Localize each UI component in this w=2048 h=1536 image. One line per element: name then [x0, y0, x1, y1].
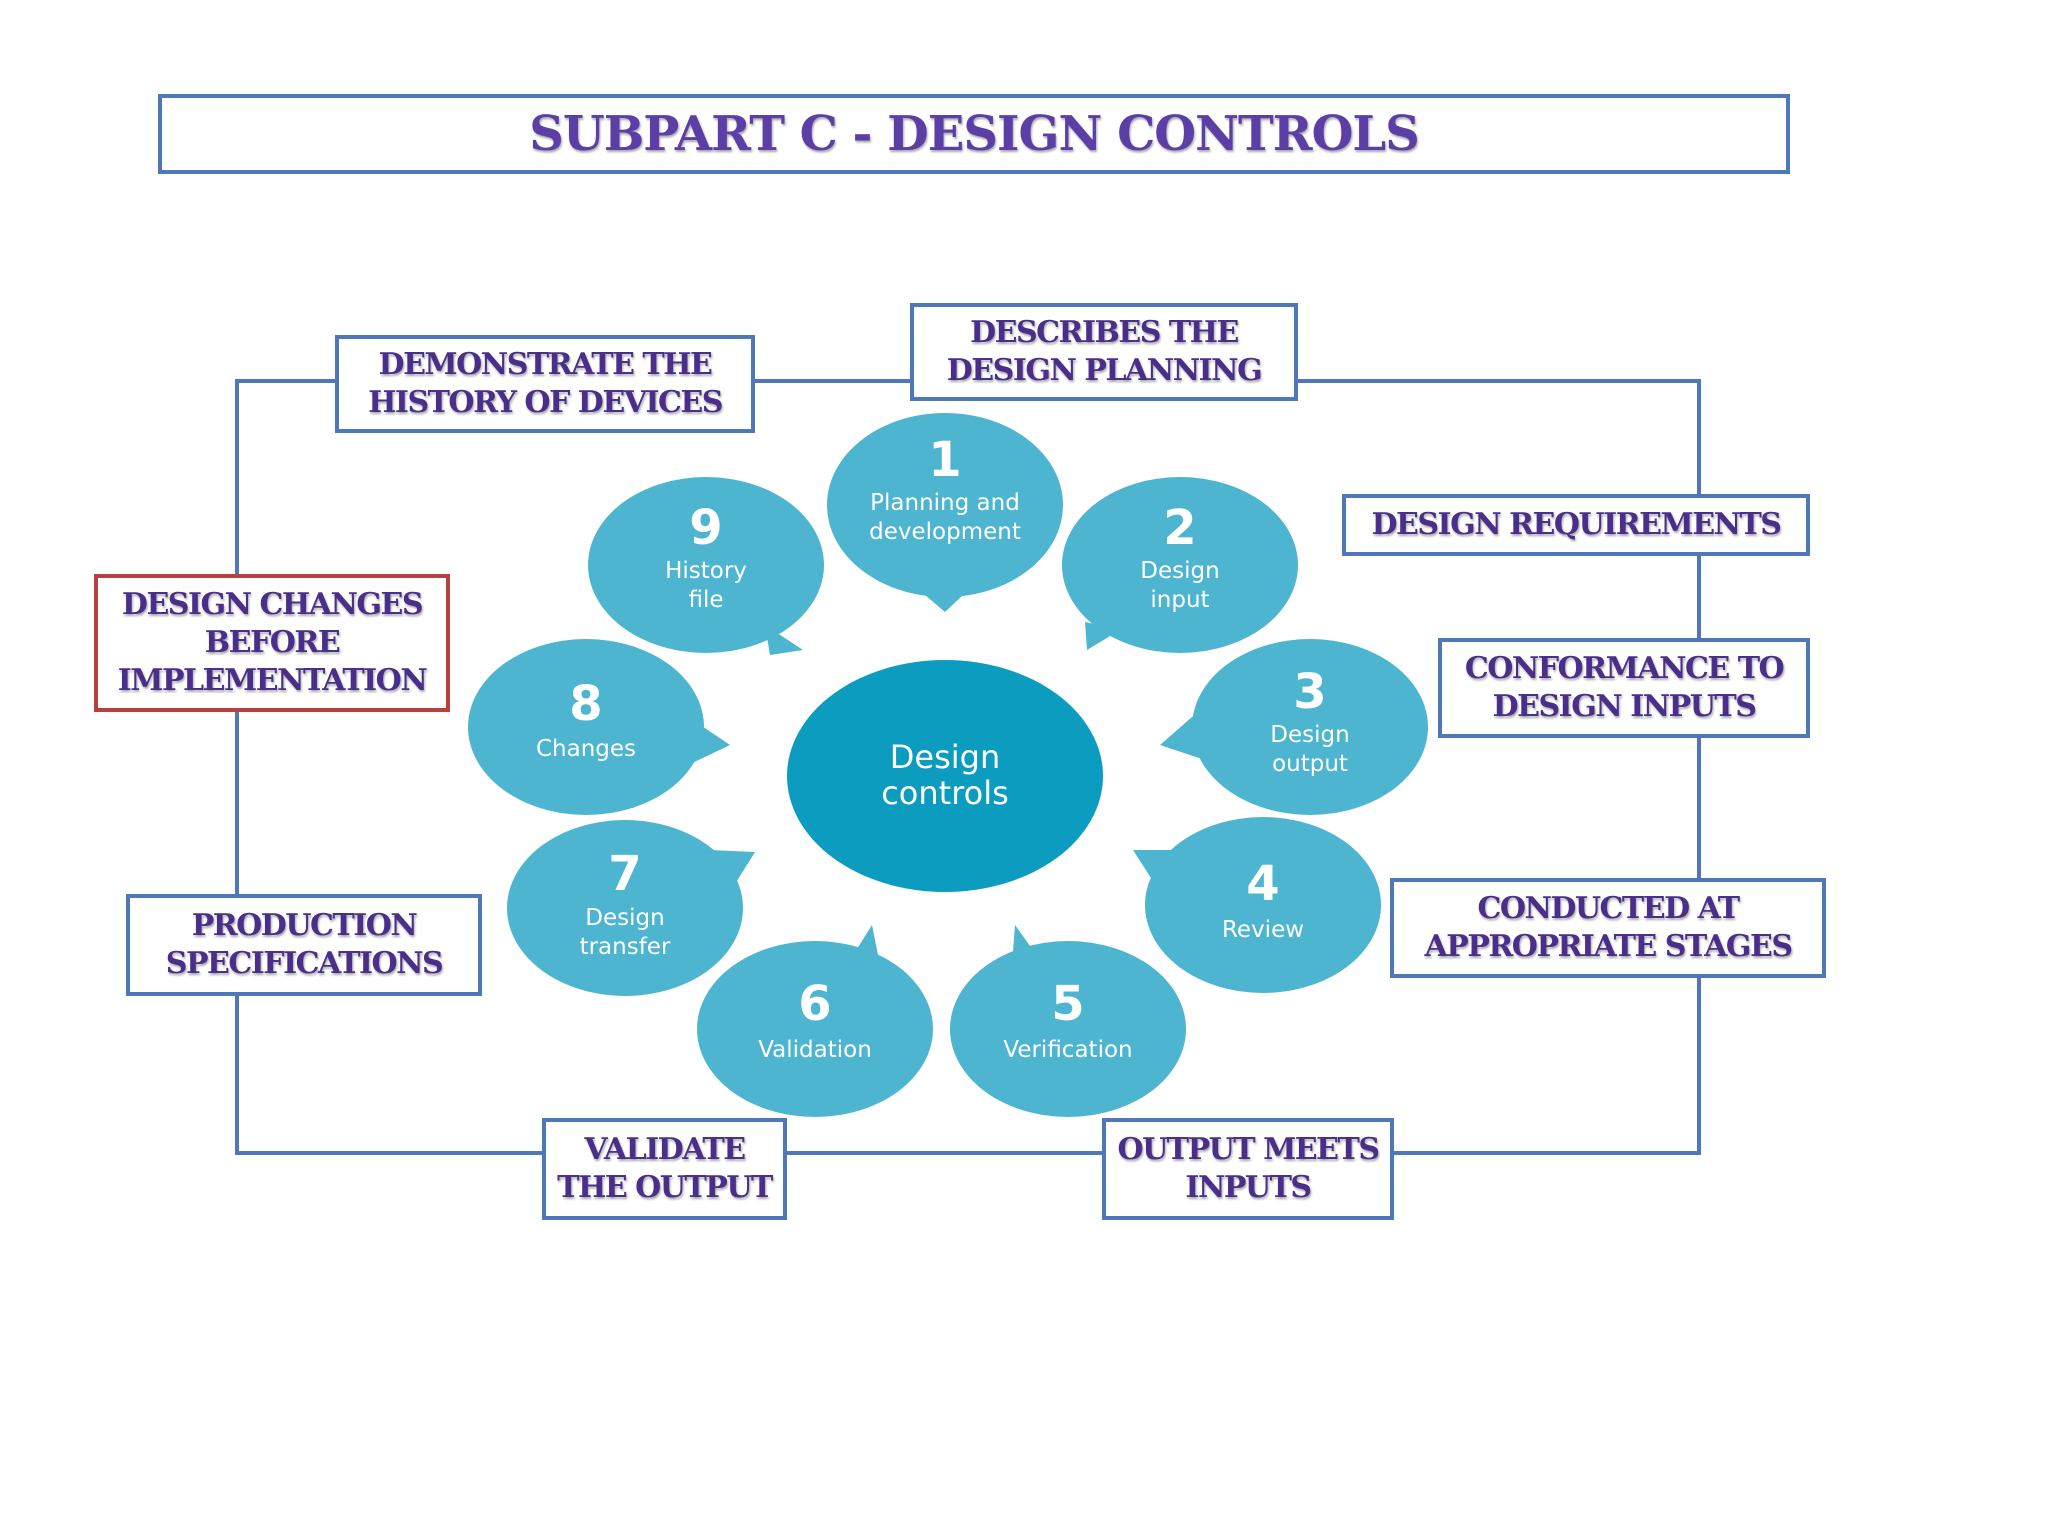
label-box-history-of-devices: DEMONSTRATE THE HISTORY OF DEVICES	[335, 335, 755, 433]
center-node: Design controls	[787, 660, 1103, 892]
center-label-line2: controls	[881, 774, 1009, 812]
step-bubble-8: 8 Changes	[468, 639, 730, 815]
label-box-validate-output: VALIDATE THE OUTPUT	[542, 1118, 787, 1220]
page-title: SUBPART C - DESIGN CONTROLS	[529, 106, 1420, 162]
label-box-design-planning: DESCRIBES THE DESIGN PLANNING	[910, 303, 1298, 401]
label-history-of-devices: DEMONSTRATE THE HISTORY OF DEVICES	[368, 347, 723, 420]
step-label-line1: Changes	[536, 736, 636, 762]
label-box-appropriate-stages: CONDUCTED AT APPROPRIATE STAGES	[1390, 878, 1826, 978]
label-box-conformance: CONFORMANCE TO DESIGN INPUTS	[1438, 638, 1810, 738]
step-bubble-5: 5 Verification	[950, 925, 1186, 1117]
step-bubble-4: 4 Review	[1133, 817, 1381, 993]
label-validate-output: VALIDATE THE OUTPUT	[557, 1132, 773, 1205]
step-number: 9	[689, 500, 722, 556]
step-number: 1	[928, 432, 961, 488]
center-label-line1: Design	[890, 738, 1000, 776]
label-box-design-requirements: DESIGN REQUIREMENTS	[1342, 494, 1810, 556]
step-label-line2: output	[1272, 751, 1348, 777]
label-production-specs: PRODUCTION SPECIFICATIONS	[165, 908, 444, 981]
step-bubble-9: 9 History file	[588, 477, 824, 655]
label-design-planning: DESCRIBES THE DESIGN PLANNING	[946, 315, 1263, 388]
step-number: 5	[1051, 976, 1084, 1032]
step-bubble-2: 2 Design input	[1062, 477, 1298, 653]
label-box-production-specs: PRODUCTION SPECIFICATIONS	[126, 894, 482, 996]
step-bubble-6: 6 Validation	[697, 925, 933, 1117]
label-appropriate-stages: CONDUCTED AT APPROPRIATE STAGES	[1424, 891, 1793, 964]
step-number: 3	[1293, 664, 1326, 720]
step-label-line1: Planning and	[870, 490, 1020, 516]
step-number: 8	[569, 676, 602, 732]
label-output-meets-inputs: OUTPUT MEETS INPUTS	[1117, 1132, 1380, 1205]
step-number: 2	[1163, 500, 1196, 556]
step-number: 7	[608, 846, 641, 902]
step-bubble-1: 1 Planning and development	[827, 413, 1063, 612]
step-number: 6	[798, 976, 831, 1032]
step-number: 4	[1246, 856, 1279, 912]
step-bubble-7: 7 Design transfer	[507, 820, 755, 996]
step-label-line1: Design	[585, 905, 664, 931]
step-label-line1: History	[665, 558, 747, 584]
step-label-line2: development	[869, 519, 1021, 545]
step-label-line1: Design	[1270, 722, 1349, 748]
label-design-requirements: DESIGN REQUIREMENTS	[1371, 507, 1782, 542]
step-label-line1: Verification	[1003, 1037, 1132, 1063]
label-design-changes: DESIGN CHANGES BEFORE IMPLEMENTATION	[117, 587, 428, 698]
step-label-line1: Review	[1222, 917, 1304, 943]
step-label-line1: Design	[1140, 558, 1219, 584]
label-box-output-meets-inputs: OUTPUT MEETS INPUTS	[1102, 1118, 1394, 1220]
step-bubble-3: 3 Design output	[1160, 639, 1428, 815]
step-label-line2: transfer	[580, 934, 671, 960]
label-box-design-changes: DESIGN CHANGES BEFORE IMPLEMENTATION	[94, 574, 450, 712]
step-label-line2: file	[688, 587, 723, 613]
label-conformance: CONFORMANCE TO DESIGN INPUTS	[1464, 651, 1785, 724]
step-label-line2: input	[1150, 587, 1209, 613]
step-label-line1: Validation	[758, 1037, 872, 1063]
title-box: SUBPART C - DESIGN CONTROLS	[158, 94, 1790, 174]
